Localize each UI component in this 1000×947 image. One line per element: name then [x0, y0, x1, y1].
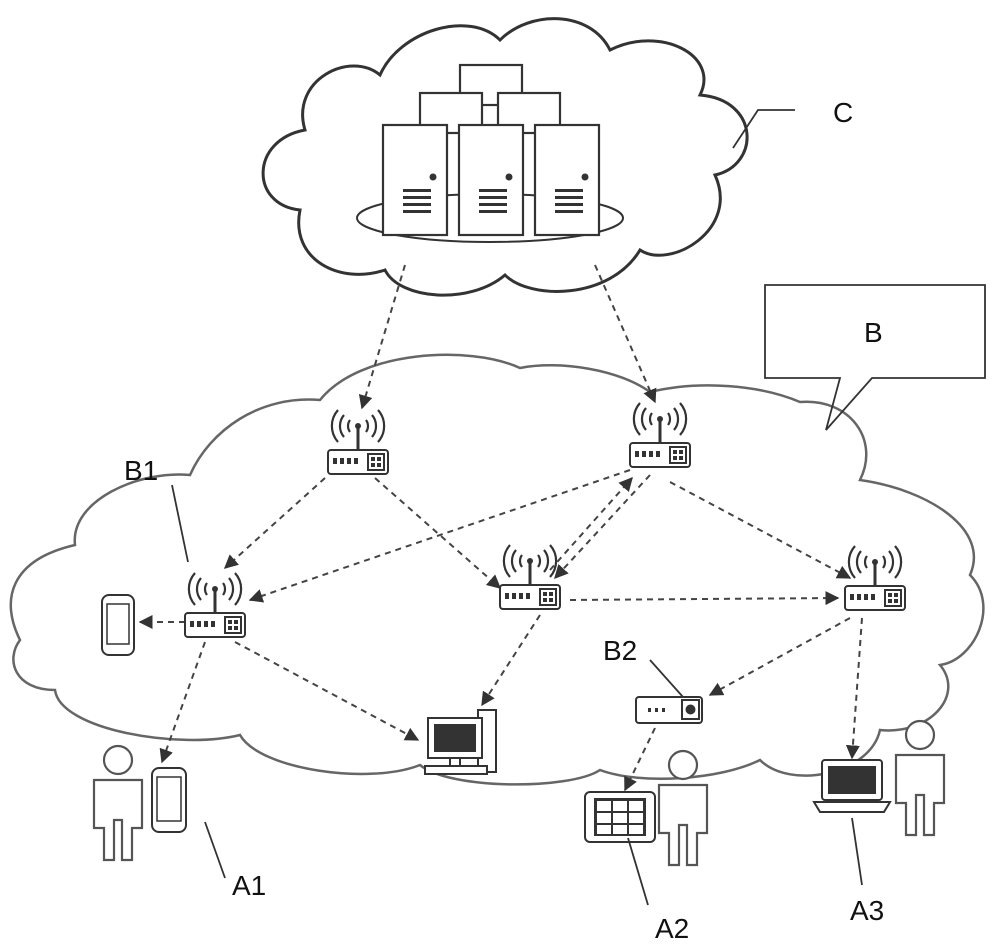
link-r3-b2: [708, 617, 851, 696]
link-cloud-router-right: [594, 264, 657, 404]
link-b1-desktop: [234, 641, 420, 741]
label-a1-leader: [204, 821, 226, 879]
person-icon: [894, 719, 946, 837]
link-center-r2: [549, 476, 633, 571]
link-r3-a3: [845, 617, 863, 760]
smartphone-icon: [101, 594, 135, 656]
gateway-box-icon: [635, 696, 703, 724]
tablet-icon: [584, 791, 656, 843]
label-b2: B2: [603, 635, 637, 666]
link-r2-center: [554, 474, 651, 580]
link-center-r3: [569, 591, 840, 606]
link-center-desktop: [481, 614, 541, 707]
link-r1-b1: [223, 477, 326, 569]
label-c-leader: [732, 109, 795, 149]
label-a2-leader: [627, 837, 649, 906]
label-b1-leader: [171, 484, 189, 563]
label-b2-leader: [649, 659, 684, 698]
link-r2-b1: [248, 469, 631, 603]
network-links: [138, 264, 863, 792]
label-b: B: [864, 317, 883, 348]
label-a2: A2: [655, 913, 689, 944]
smartphone-icon: [151, 767, 187, 833]
laptop-icon: [812, 759, 892, 813]
link-r2-r3: [669, 481, 852, 579]
label-b-callout: [764, 284, 986, 431]
link-b2-a2: [624, 727, 656, 792]
label-b1: B1: [124, 455, 158, 486]
label-c: C: [833, 97, 853, 128]
link-r1-center: [374, 477, 502, 589]
person-icon: [92, 744, 144, 862]
desktop-computer-icon: [424, 709, 497, 775]
label-a3-leader: [851, 817, 863, 886]
link-cloud-router-left: [358, 264, 406, 410]
network-cloud: [9, 353, 985, 786]
server-cluster: [356, 63, 624, 243]
label-a3: A3: [850, 895, 884, 926]
label-a1: A1: [232, 870, 266, 901]
